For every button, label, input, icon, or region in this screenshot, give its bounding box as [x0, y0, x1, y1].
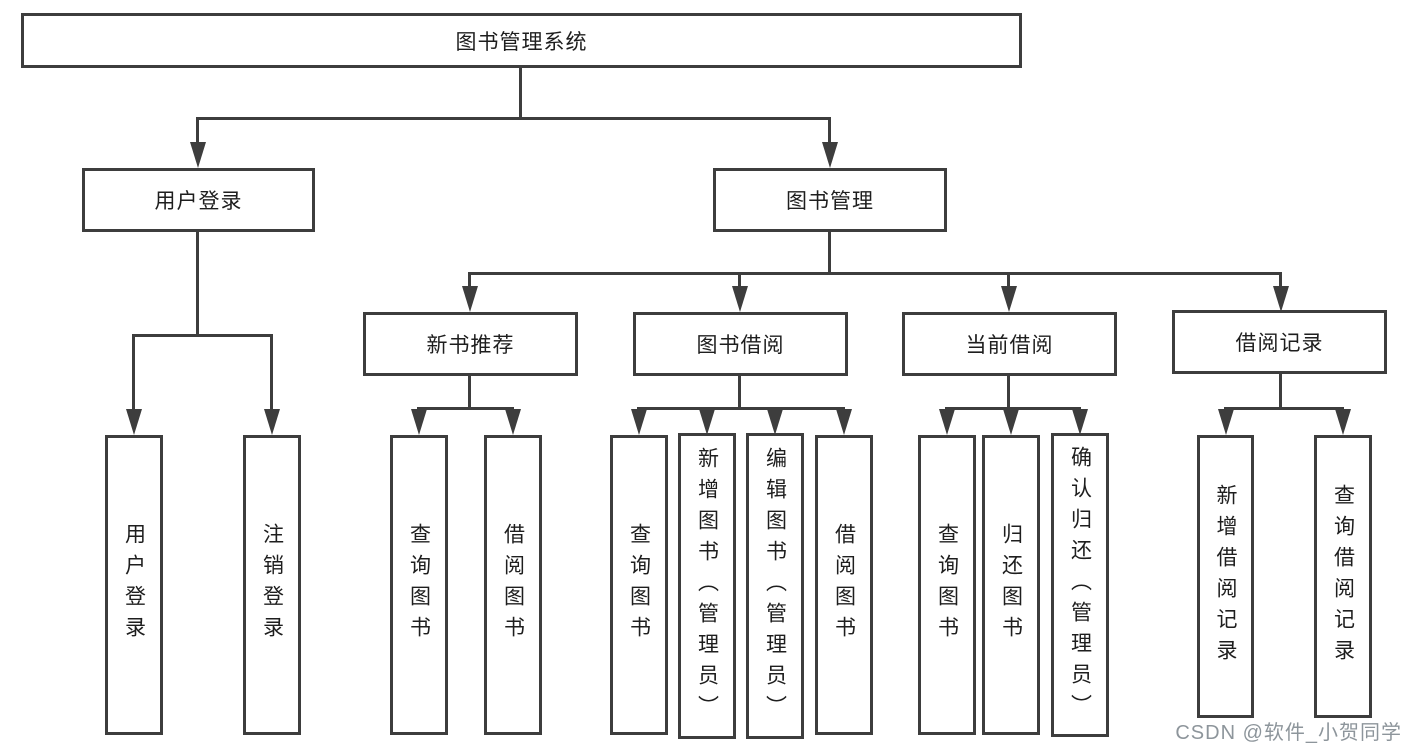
node-label: 用户登录 — [122, 523, 146, 647]
node-label: 用户登录 — [154, 190, 243, 213]
leaf-borrow-books-recommend: 借阅图书 — [484, 435, 542, 735]
node-label: 查询借阅记录 — [1331, 483, 1355, 670]
node-label: 新书推荐 — [426, 334, 515, 357]
node-label: 图书管理系统 — [455, 30, 588, 54]
arrow-down-icon — [836, 409, 852, 435]
connector-bookmgmt-stem — [828, 231, 831, 273]
connector-level1-branch — [196, 117, 831, 120]
arrow-down-icon — [126, 409, 142, 435]
node-label: 归还图书 — [999, 523, 1023, 647]
connector-level2-branch — [468, 272, 1282, 275]
connector-userlogin-stem — [196, 231, 199, 335]
connector-bookborrow-stem — [738, 375, 741, 408]
connector-newbook-stem — [468, 375, 471, 408]
arrow-down-icon — [190, 142, 206, 168]
connector-bookborrow-branch — [637, 407, 845, 410]
leaf-confirm-return-admin: 确认归还（管理员） — [1051, 433, 1109, 737]
arrow-down-icon — [505, 409, 521, 435]
arrow-down-icon — [1001, 286, 1017, 312]
connector-currentborrow-stem — [1007, 375, 1010, 408]
connector-arrow-stem — [270, 334, 273, 411]
arrow-down-icon — [264, 409, 280, 435]
node-label: 图书管理 — [786, 190, 874, 213]
node-label: 查询图书 — [407, 523, 431, 647]
leaf-query-borrow-record: 查询借阅记录 — [1314, 435, 1372, 718]
leaf-logout: 注销登录 — [243, 435, 301, 735]
connector-arrow-stem — [1279, 272, 1282, 288]
connector-arrow-stem — [738, 272, 741, 288]
arrow-down-icon — [1273, 286, 1289, 312]
connector-arrow-stem — [196, 117, 199, 145]
connector-arrow-stem — [1007, 272, 1010, 288]
node-label: 查询图书 — [627, 523, 651, 647]
watermark: CSDN @软件_小贺同学 — [1175, 722, 1402, 744]
connector-root-stem — [519, 68, 522, 118]
arrow-down-icon — [1218, 409, 1234, 435]
leaf-query-books-recommend: 查询图书 — [390, 435, 448, 735]
arrow-down-icon — [411, 409, 427, 435]
node-book-management: 图书管理 — [713, 168, 947, 232]
connector-borrowrecords-stem — [1279, 373, 1282, 408]
arrow-down-icon — [1003, 409, 1019, 435]
connector-userlogin-branch — [132, 334, 273, 337]
arrow-down-icon — [767, 409, 783, 435]
arrow-down-icon — [699, 409, 715, 435]
node-label: 确认归还（管理员） — [1068, 445, 1092, 725]
node-label: 新增借阅记录 — [1214, 483, 1237, 670]
node-label: 借阅图书 — [832, 523, 856, 647]
node-user-login: 用户登录 — [82, 168, 315, 232]
node-new-book-recommend: 新书推荐 — [363, 312, 578, 376]
node-label: 新增图书（管理员） — [695, 446, 719, 726]
node-label: 注销登录 — [260, 523, 284, 647]
node-label: 借阅图书 — [501, 523, 525, 647]
node-label: 查询图书 — [935, 523, 959, 647]
connector-arrow-stem — [132, 334, 135, 411]
arrow-down-icon — [732, 286, 748, 312]
node-current-borrowing: 当前借阅 — [902, 312, 1117, 376]
node-label: 当前借阅 — [965, 334, 1054, 357]
leaf-edit-books-admin: 编辑图书（管理员） — [746, 433, 804, 739]
connector-arrow-stem — [468, 272, 471, 288]
leaf-borrow-books: 借阅图书 — [815, 435, 873, 735]
node-label: 编辑图书（管理员） — [763, 446, 787, 726]
arrow-down-icon — [939, 409, 955, 435]
node-label: 图书借阅 — [696, 334, 785, 357]
connector-borrowrecords-branch — [1224, 407, 1344, 410]
arrow-down-icon — [1335, 409, 1351, 435]
connector-currentborrow-branch — [945, 407, 1081, 410]
leaf-return-books: 归还图书 — [982, 435, 1040, 735]
arrow-down-icon — [1072, 409, 1088, 435]
leaf-user-login: 用户登录 — [105, 435, 163, 735]
arrow-down-icon — [462, 286, 478, 312]
node-book-borrowing: 图书借阅 — [633, 312, 848, 376]
leaf-add-borrow-record: 新增借阅记录 — [1197, 435, 1254, 718]
arrow-down-icon — [631, 409, 647, 435]
connector-newbook-branch — [417, 407, 514, 410]
leaf-add-books-admin: 新增图书（管理员） — [678, 433, 736, 739]
arrow-down-icon — [822, 142, 838, 168]
node-borrowing-records: 借阅记录 — [1172, 310, 1387, 374]
leaf-query-books-current: 查询图书 — [918, 435, 976, 735]
leaf-query-books-borrowing: 查询图书 — [610, 435, 668, 735]
node-label: 借阅记录 — [1235, 332, 1324, 355]
connector-arrow-stem — [828, 117, 831, 145]
node-library-management-system: 图书管理系统 — [21, 13, 1022, 68]
